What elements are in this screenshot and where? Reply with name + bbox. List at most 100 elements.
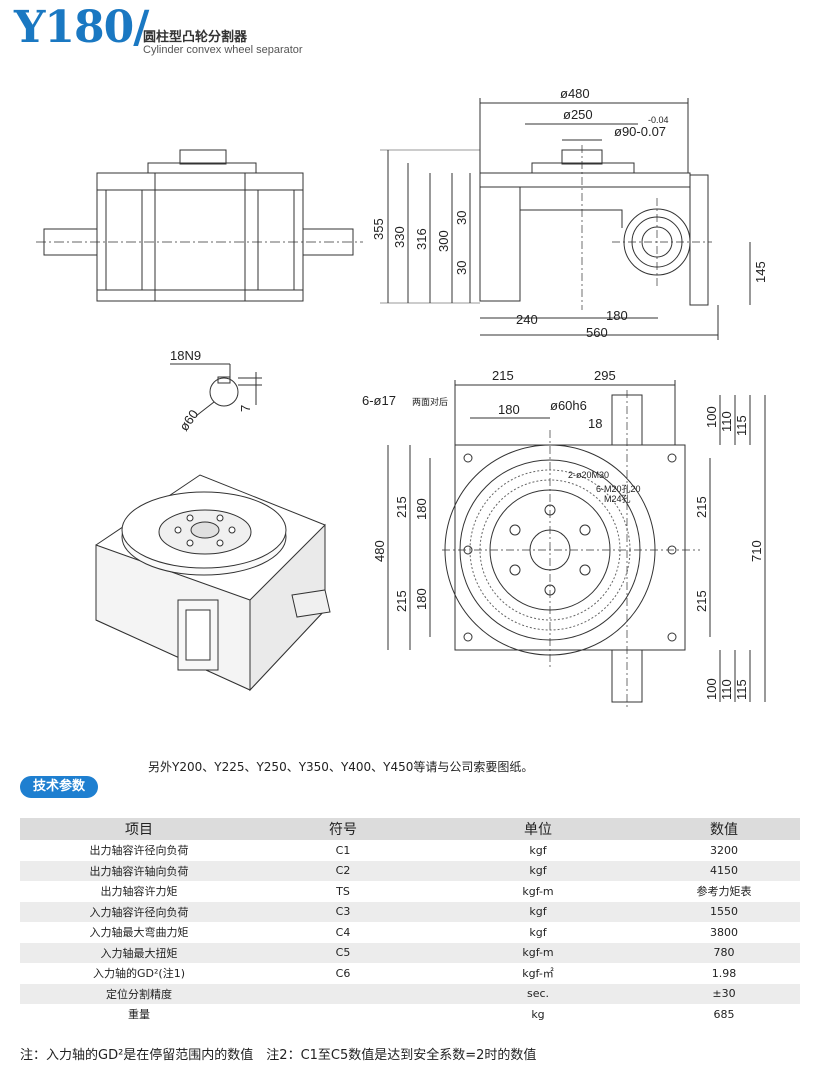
dim-text: 215	[694, 496, 709, 518]
plate-label: 6-M20孔20	[596, 484, 641, 494]
cell-unit: kg	[428, 1004, 648, 1025]
dim-text: 110	[719, 411, 734, 432]
dim-text: 240	[516, 312, 538, 327]
table-row: 入力轴最大弯曲力矩 C4 kgf 3800	[20, 922, 800, 943]
front-elevation-view	[36, 149, 363, 302]
technical-drawing: ø480 ø250 -0.04 ø90-0.07 355 330 316 300…	[36, 86, 768, 708]
cell-item: 入力轴的GD²(注1)	[20, 963, 258, 984]
dim-text: 6-ø17	[362, 393, 396, 408]
cell-unit: kgf-㎡	[428, 963, 648, 984]
dim-text: 215	[394, 590, 409, 612]
cell-value: 3200	[648, 840, 800, 861]
dim-text: 480	[372, 540, 387, 562]
table-row: 出力轴容许力矩 TS kgf-m 参考力矩表	[20, 881, 800, 902]
dim-text: 115	[734, 679, 749, 700]
dim-text: 30	[454, 211, 469, 225]
table-row: 入力轴最大扭矩 C5 kgf-m 780	[20, 942, 800, 963]
cell-symbol: C6	[258, 963, 428, 984]
cell-symbol: C4	[258, 922, 428, 943]
cell-unit: kgf	[428, 840, 648, 861]
drawing-request-note: 另外Y200、Y225、Y250、Y350、Y400、Y450等请与公司索要图纸…	[148, 760, 534, 774]
header-item: 项目	[20, 818, 258, 840]
dim-text: 180	[498, 402, 520, 417]
cell-value: 参考力矩表	[648, 881, 800, 902]
table-row: 出力轴容许轴向负荷 C2 kgf 4150	[20, 860, 800, 881]
dim-text: ø480	[560, 86, 590, 101]
dim-text: 180	[414, 588, 429, 610]
cell-value: 4150	[648, 860, 800, 881]
dim-text: 115	[734, 415, 749, 436]
cell-item: 出力轴容许力矩	[20, 881, 258, 902]
dim-text: 215	[694, 590, 709, 612]
dim-text: 215	[492, 368, 514, 383]
cell-symbol: TS	[258, 881, 428, 902]
cell-unit: kgf	[428, 922, 648, 943]
cell-value: ±30	[648, 983, 800, 1004]
model-title: Y180/	[14, 2, 149, 53]
footnote: 注：入力轴的GD²是在停留范围内的数值 注2：C1至C5数值是达到安全系数=2时…	[20, 1048, 537, 1063]
cell-item: 入力轴最大扭矩	[20, 942, 258, 963]
table-row: 定位分割精度 sec. ±30	[20, 983, 800, 1004]
cell-unit: sec.	[428, 983, 648, 1004]
dim-text: 30	[454, 261, 469, 275]
table-row: 出力轴容许径向负荷 C1 kgf 3200	[20, 840, 800, 861]
dim-text: 180	[414, 498, 429, 520]
dim-text: 100	[704, 406, 719, 428]
dim-text: 7	[238, 405, 253, 412]
dim-text: -0.04	[648, 115, 669, 125]
dim-text: 180	[606, 308, 628, 323]
cell-symbol: C3	[258, 901, 428, 922]
cell-symbol: C1	[258, 840, 428, 861]
shaft-section-view	[170, 363, 262, 417]
product-title-cn: 圆柱型凸轮分割器	[143, 30, 248, 45]
product-title-en: Cylinder convex wheel separator	[143, 44, 303, 56]
tech-params-badge: 技术参数	[20, 776, 98, 798]
cell-item: 入力轴最大弯曲力矩	[20, 922, 258, 943]
header-unit: 单位	[428, 818, 648, 840]
dim-text: 316	[414, 228, 429, 250]
header-value: 数值	[648, 818, 800, 840]
cell-unit: kgf	[428, 901, 648, 922]
side-elevation-view	[380, 98, 751, 340]
dim-text: 100	[704, 678, 719, 700]
cell-value: 685	[648, 1004, 800, 1025]
dim-text: 710	[749, 540, 764, 562]
cell-value: 1550	[648, 901, 800, 922]
cell-item: 重量	[20, 1004, 258, 1025]
cell-value: 3800	[648, 922, 800, 943]
dim-text: 355	[371, 218, 386, 240]
table-row: 入力轴容许径向负荷 C3 kgf 1550	[20, 901, 800, 922]
dim-text: 18	[588, 416, 602, 431]
dim-text: 300	[436, 230, 451, 252]
cell-symbol	[258, 983, 428, 1004]
dim-text: 145	[753, 261, 768, 283]
dim-text: 295	[594, 368, 616, 383]
table-row: 入力轴的GD²(注1) C6 kgf-㎡ 1.98	[20, 963, 800, 984]
dim-text: 110	[719, 679, 734, 700]
plate-label: 2-ø20M30	[568, 470, 609, 480]
header-symbol: 符号	[258, 818, 428, 840]
cell-unit: kgf-m	[428, 942, 648, 963]
dim-text: 215	[394, 496, 409, 518]
table-row: 重量 kg 685	[20, 1004, 800, 1025]
dim-text: ø60	[176, 407, 201, 434]
cell-item: 出力轴容许径向负荷	[20, 840, 258, 861]
dim-text: ø250	[563, 107, 593, 122]
dim-text: 330	[392, 226, 407, 248]
cell-item: 入力轴容许径向负荷	[20, 901, 258, 922]
dim-text: ø90-0.07	[614, 124, 666, 139]
dim-text: 两面对后	[412, 396, 448, 407]
table-header-row: 项目 符号 单位 数值	[20, 818, 800, 840]
cell-symbol	[258, 1004, 428, 1025]
dim-text: 18N9	[170, 348, 201, 363]
plate-label: M24孔	[604, 494, 631, 504]
isometric-3d-view	[95, 474, 331, 692]
cell-item: 定位分割精度	[20, 983, 258, 1004]
cell-unit: kgf	[428, 860, 648, 881]
cell-item: 出力轴容许轴向负荷	[20, 860, 258, 881]
dim-text: 560	[586, 325, 608, 340]
cell-symbol: C5	[258, 942, 428, 963]
dim-text: ø60h6	[550, 398, 587, 413]
plan-view	[387, 380, 766, 708]
cell-value: 1.98	[648, 963, 800, 984]
